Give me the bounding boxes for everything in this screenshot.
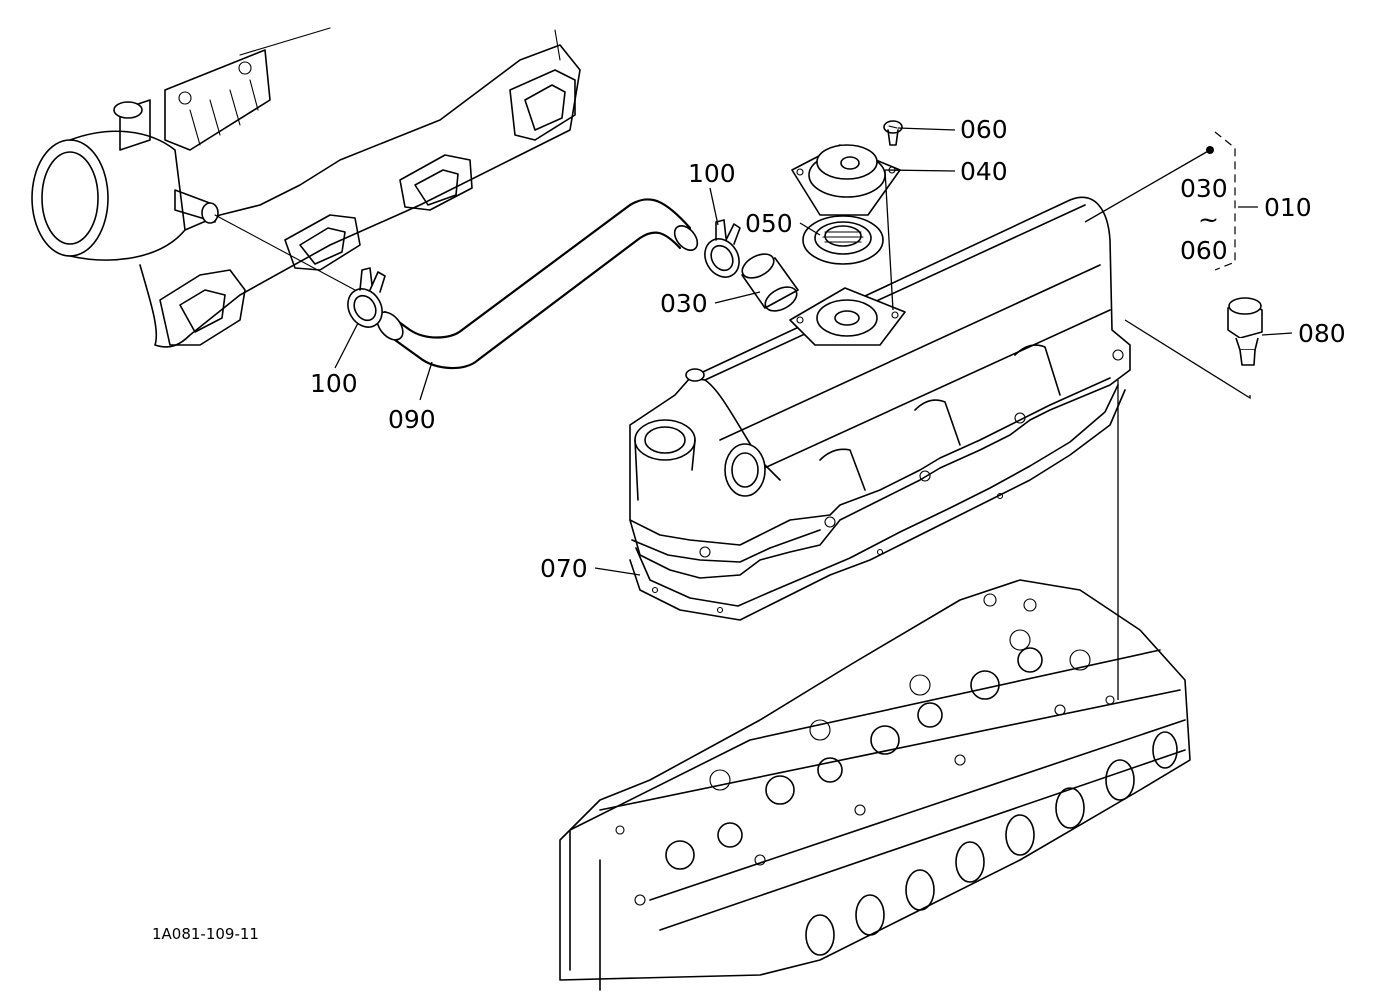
callout-010: 010 (1264, 193, 1312, 222)
valve-cover-gasket (629, 384, 1126, 621)
leader-lines (334, 127, 1293, 700)
callout-080: 080 (1298, 319, 1346, 348)
callout-range-to: 060 (1180, 236, 1228, 265)
valve-cover (629, 196, 1131, 579)
callout-100-top: 100 (688, 159, 736, 188)
callout-030: 030 (660, 289, 708, 318)
callout-range-from: 030 (1180, 174, 1228, 203)
cylinder-head (559, 579, 1191, 991)
hose-clamp-left (347, 267, 386, 328)
breather-hose (376, 198, 699, 370)
callout-090: 090 (388, 405, 436, 434)
breather-pipe (741, 253, 799, 312)
callout-050: 050 (745, 209, 793, 238)
hose-clamp-right (704, 219, 741, 278)
breather-cover (791, 144, 901, 216)
callout-070: 070 (540, 554, 588, 583)
exhaust-manifold (31, 27, 581, 348)
diaphragm (802, 215, 884, 265)
cover-bolt (1227, 297, 1263, 366)
callout-040: 040 (960, 157, 1008, 186)
drawing-code: 1A081-109-11 (152, 925, 259, 943)
callout-060: 060 (960, 115, 1008, 144)
callout-100-left: 100 (310, 369, 358, 398)
callout-range-separator: ~ (1198, 205, 1219, 234)
cover-screw (883, 120, 903, 146)
